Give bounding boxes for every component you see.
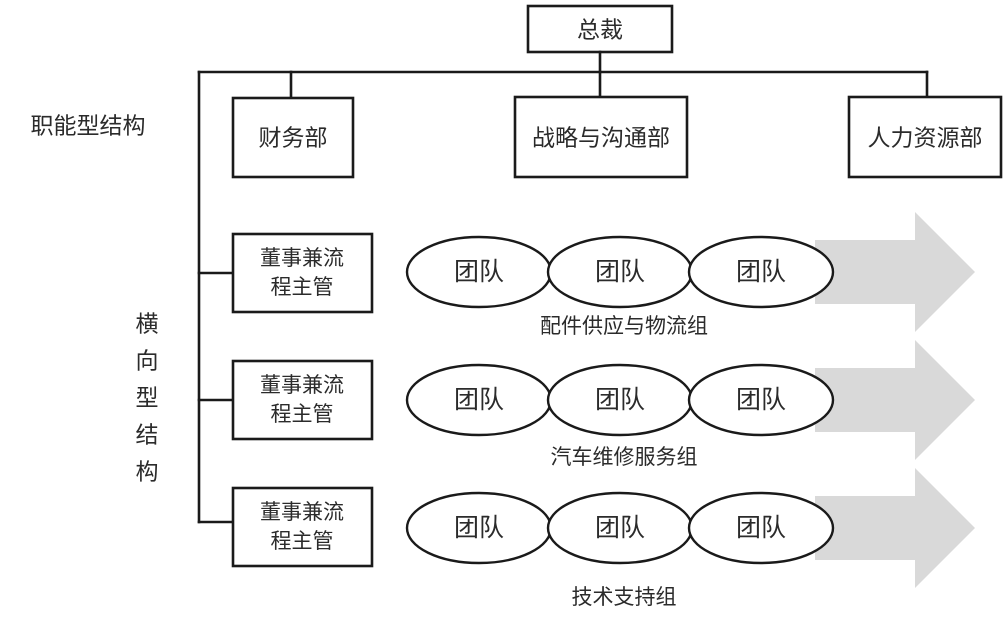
team-ellipse-3-3: [687, 491, 835, 565]
department-box-finance: [231, 96, 355, 179]
team-ellipse-2-2-label: 团队: [595, 385, 645, 414]
director-box-2: [231, 359, 374, 441]
director-box-2-line1: 董事兼流: [260, 373, 344, 397]
side-label-horizontal-structure-char-0: 横: [136, 312, 159, 338]
side-label-horizontal-structure-char-1: 向: [136, 349, 159, 375]
director-box-2-line2: 程主管: [271, 402, 334, 426]
president-box-label: 总裁: [577, 18, 623, 44]
director-box-1: [231, 232, 374, 314]
team-ellipse-1-3: [687, 235, 835, 309]
group-label-3: 技术支持组: [572, 585, 677, 609]
team-ellipse-3-3-label: 团队: [736, 513, 786, 542]
side-label-horizontal-structure-char-2: 型: [136, 386, 159, 412]
team-ellipse-1-1-label: 团队: [454, 257, 504, 286]
team-ellipse-3-2-label: 团队: [595, 513, 645, 542]
group-label-1: 配件供应与物流组: [540, 314, 708, 338]
department-box-strategy: [513, 95, 689, 179]
process-arrow-row-2: [815, 340, 975, 460]
department-label-strategy: 战略与沟通部: [532, 126, 670, 152]
department-label-finance: 财务部: [259, 126, 328, 152]
team-ellipse-1-3-label: 团队: [736, 257, 786, 286]
president-box: [526, 4, 674, 54]
team-ellipse-1-2-label: 团队: [595, 257, 645, 286]
process-arrow-row-1: [815, 212, 975, 332]
director-box-1-line1: 董事兼流: [260, 246, 344, 270]
team-ellipse-3-1-label: 团队: [454, 513, 504, 542]
process-arrow-row-3: [815, 468, 975, 588]
side-label-functional-structure: 职能型结构: [31, 114, 146, 140]
side-label-horizontal-structure-char-3: 结: [136, 423, 159, 449]
group-label-2: 汽车维修服务组: [551, 445, 698, 469]
team-ellipse-2-3: [687, 363, 835, 437]
team-ellipse-2-3-label: 团队: [736, 385, 786, 414]
director-box-3: [231, 486, 374, 568]
department-label-hr: 人力资源部: [868, 126, 983, 152]
side-label-horizontal-structure-char-4: 构: [136, 460, 159, 486]
team-ellipse-2-1-label: 团队: [454, 385, 504, 414]
director-box-1-line2: 程主管: [271, 275, 334, 299]
department-box-hr: [847, 95, 1003, 179]
director-box-3-line2: 程主管: [271, 529, 334, 553]
director-box-3-line1: 董事兼流: [260, 500, 344, 524]
